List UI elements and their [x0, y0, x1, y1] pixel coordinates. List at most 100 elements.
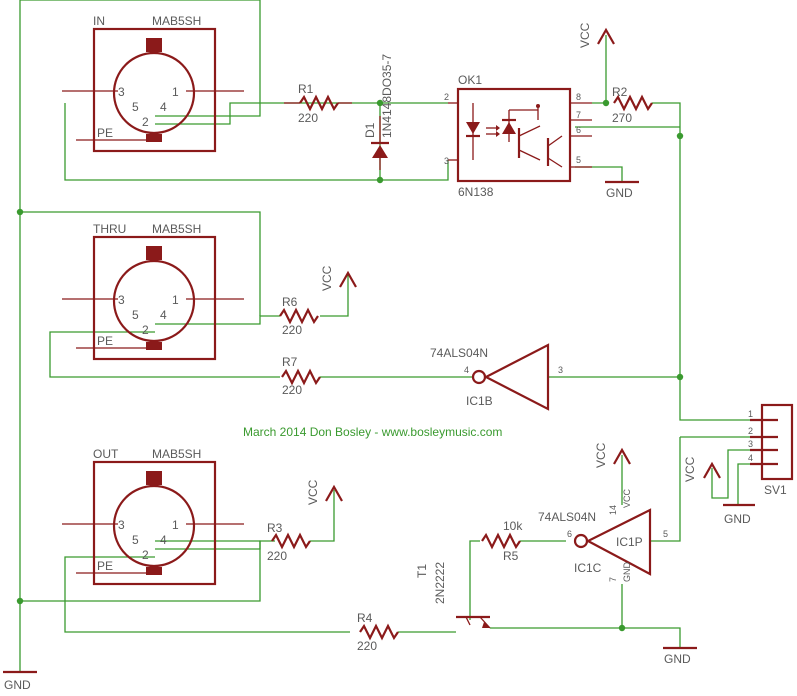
wire-in-pin4	[155, 102, 448, 125]
pin-label: 2	[444, 92, 449, 102]
ic1p-name: IC1P	[616, 535, 643, 549]
pin-label: 4	[748, 453, 753, 463]
ok1-name: OK1	[458, 73, 482, 87]
wire-out-pin4	[155, 540, 275, 550]
ic-part-label-2: 74ALS04N	[538, 510, 596, 524]
gnd-label: GND	[4, 678, 31, 692]
wire-thru-pin4	[155, 315, 280, 325]
pin-label: 4	[464, 365, 469, 375]
pin-label: 4	[160, 308, 167, 322]
r3-name: R3	[267, 521, 283, 535]
diode-d1: D1 1N4148DO35-7	[363, 54, 394, 170]
pin-label: 3	[118, 85, 125, 99]
connector-out: OUT MAB5SH 3 1 5 4 2 PE	[62, 447, 244, 586]
gnd-symbols: GND GND GND GND	[3, 180, 755, 692]
resistor-r2: R2 270	[612, 85, 653, 125]
r7-name: R7	[282, 355, 298, 369]
d1-name: D1	[363, 122, 377, 138]
wire-in-shield-to-ground	[19, 0, 261, 672]
pin-label: 1	[748, 409, 753, 419]
r6-name: R6	[282, 295, 298, 309]
wire-thru-pin5	[49, 331, 280, 378]
pin-label: 3	[748, 439, 753, 449]
r2-value: 270	[612, 111, 632, 125]
ok1-part: 6N138	[458, 185, 494, 199]
r4-name: R4	[357, 611, 373, 625]
connector-in-name: IN	[93, 14, 105, 28]
vcc-label: VCC	[578, 22, 592, 48]
pin-label: 5	[132, 100, 139, 114]
connector-out-name: OUT	[93, 447, 119, 461]
r3-value: 220	[267, 549, 287, 563]
t1-part: 2N2222	[433, 562, 447, 604]
pin-label: 2	[142, 115, 149, 129]
pin-label: 2	[142, 548, 149, 562]
vcc-label: VCC	[320, 265, 334, 291]
pe-label: PE	[97, 559, 113, 573]
wire-header-to-ic1c	[650, 437, 681, 542]
pin-label: 5	[576, 155, 581, 165]
pin-label: 3	[118, 293, 125, 307]
wire-r5	[469, 540, 480, 620]
wire-thru-shield	[20, 211, 261, 316]
pin-label: 5	[132, 533, 139, 547]
r1-name: R1	[298, 82, 314, 96]
pe-label: PE	[97, 126, 113, 140]
gnd-label: GND	[606, 186, 633, 200]
wire-header-4	[737, 463, 750, 505]
pin-label: 6	[576, 125, 581, 135]
r7-value: 220	[282, 383, 302, 397]
pin-label: 4	[160, 533, 167, 547]
optocoupler-ok1: OK1 6N138 2 3 8 7 6 5	[444, 73, 592, 199]
r4-value: 220	[357, 639, 377, 653]
pin-label: 3	[444, 156, 449, 166]
wire-r2-right	[652, 102, 681, 377]
ic-part-label: 74ALS04N	[430, 346, 488, 360]
pin-label: 3	[558, 365, 563, 375]
connector-in: IN MAB5SH 3 1 5 4 2 PE	[62, 14, 244, 153]
ic1c-name: IC1C	[574, 561, 602, 575]
header-sv1: 1 2 3 4 SV1	[748, 403, 794, 497]
vcc-symbols: VCC VCC VCC VCC VCC	[306, 22, 721, 505]
pin-label: 5	[663, 529, 668, 539]
pin-label: 5	[132, 308, 139, 322]
pin-label: 2	[142, 323, 149, 337]
pin-label: 8	[576, 92, 581, 102]
pin-label: 4	[160, 100, 167, 114]
wire-gnd-bottom	[490, 627, 681, 648]
t1-name: T1	[415, 564, 429, 578]
pin-label: 3	[118, 518, 125, 532]
wire-out-shield	[20, 540, 261, 602]
inverter-ic1c: 74ALS04N IC1C IC1P 6 5 14 7 VCC GND	[538, 488, 668, 582]
wire-out-pin5	[64, 556, 350, 633]
wire-vcc-r2	[592, 35, 607, 104]
gnd-label: GND	[724, 512, 751, 526]
connector-thru-part: MAB5SH	[152, 222, 201, 236]
ic1b-name: IC1B	[466, 394, 493, 408]
junctions	[16, 99, 684, 632]
d1-part: 1N4148DO35-7	[380, 54, 394, 138]
connector-in-part: MAB5SH	[152, 14, 201, 28]
pe-label: PE	[97, 334, 113, 348]
resistor-r7: R7 220	[281, 355, 321, 397]
sv1-name: SV1	[764, 483, 787, 497]
resistor-r3: R3 220	[267, 521, 311, 563]
pin-label: 1	[172, 293, 179, 307]
connector-thru: THRU MAB5SH 3 1 5 4 2 PE	[62, 222, 244, 361]
pin-label: VCC	[622, 488, 632, 508]
gnd-label: GND	[664, 652, 691, 666]
wire-r3-vcc	[310, 490, 335, 542]
resistor-r6: R6 220	[279, 295, 319, 337]
pin-label: 1	[172, 85, 179, 99]
credit-text: March 2014 Don Bosley - www.bosleymusic.…	[243, 425, 502, 439]
pin-label: 2	[748, 426, 753, 436]
resistor-r4: R4 220	[357, 611, 399, 653]
connector-out-part: MAB5SH	[152, 447, 201, 461]
r1-value: 220	[298, 111, 318, 125]
wire-header-3	[711, 449, 750, 499]
pin-label: 1	[172, 518, 179, 532]
pin-label: 14	[608, 505, 618, 515]
resistor-r1: R1 220	[284, 82, 352, 125]
vcc-label: VCC	[683, 456, 697, 482]
